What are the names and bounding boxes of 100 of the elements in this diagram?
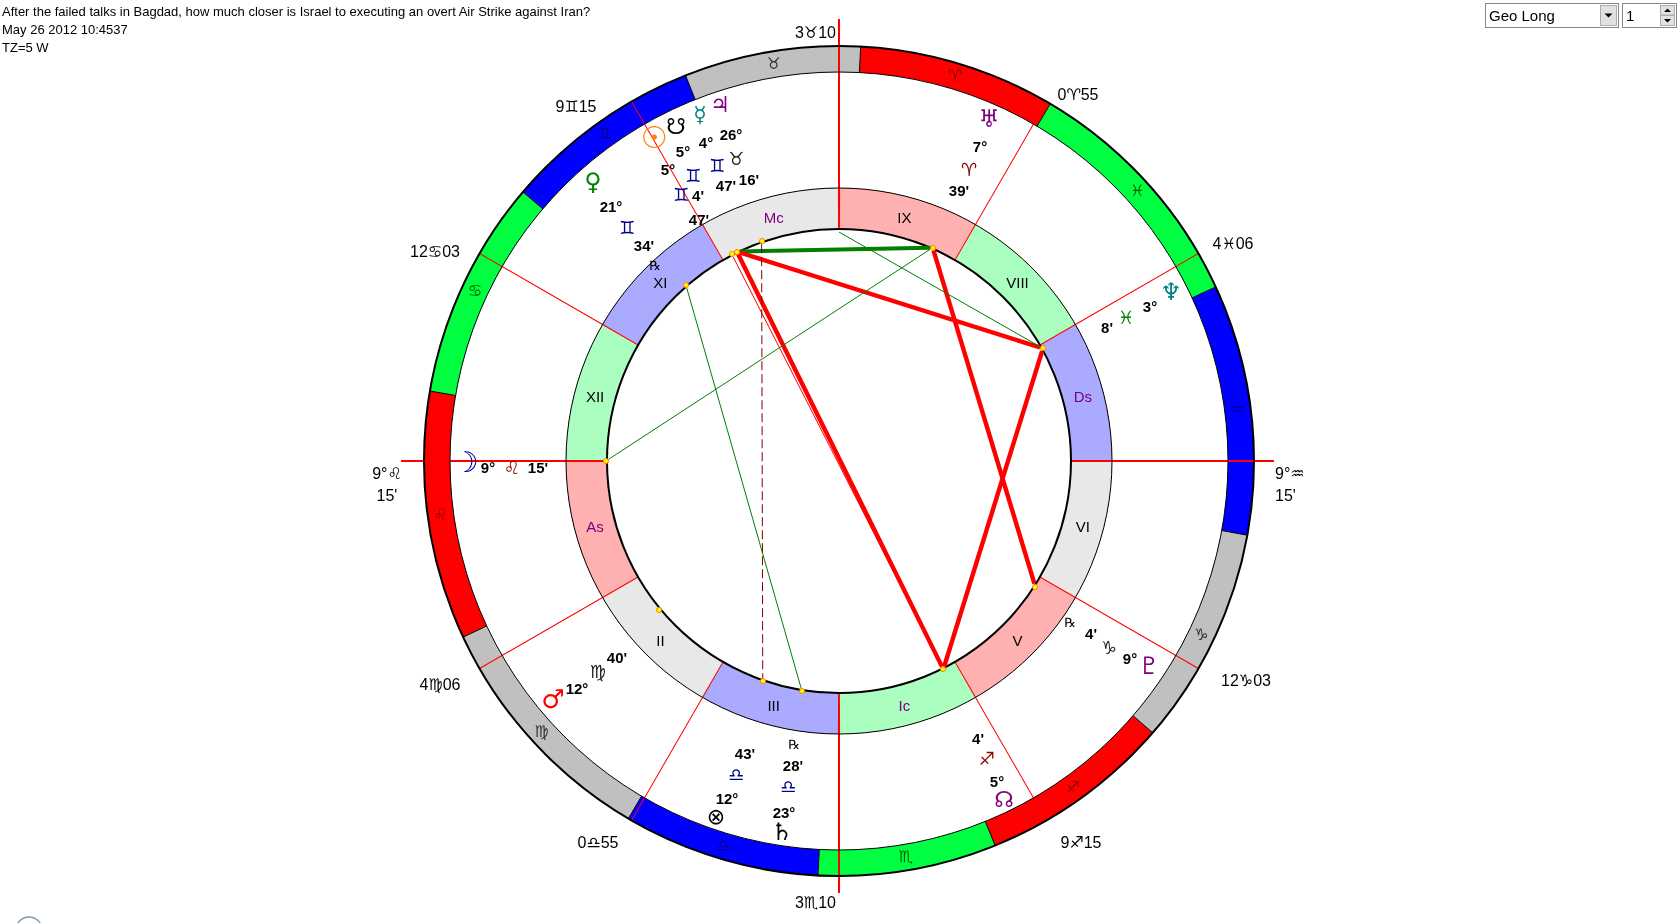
sign-symbol: ♊ [597, 126, 612, 143]
planet-symbol: ♆ [1160, 280, 1182, 304]
retrograde-mark: ℞ [1064, 615, 1076, 629]
retrograde-mark: ℞ [649, 258, 661, 272]
sign-symbol: ♏ [898, 849, 914, 866]
degree-label: 4' [692, 187, 704, 203]
degree-label: 21° [599, 198, 623, 214]
degree-label: 3° [1142, 298, 1158, 314]
sign-symbol: ♌ [433, 506, 448, 523]
aspect-line [838, 231, 1041, 348]
cusp-degree-label: 0♎55 [577, 835, 619, 851]
aspect-point [759, 678, 766, 685]
cusp-degree-label: 0♈55 [1057, 87, 1099, 103]
aspect-line [686, 287, 802, 689]
house-label: XI [653, 274, 668, 290]
sign-symbol: ♑ [1194, 626, 1209, 643]
house-label: As [586, 518, 604, 534]
sign-symbol: ♍ [589, 663, 607, 681]
cusp-degree-label: 9♐15 [1060, 835, 1102, 851]
aspect-point [758, 238, 765, 245]
degree-label: 43' [734, 745, 756, 761]
sign-symbol: ♒ [1230, 402, 1245, 419]
chart-title: After the failed talks in Bagdad, how much closer is Israel to executing an overt Air Strike against Iran? [2, 4, 591, 20]
chart-info-text: May 26 2012 10:4537 [2, 22, 128, 38]
degree-label: 5° [989, 773, 1005, 789]
retrograde-mark: ℞ [788, 737, 800, 751]
aspect-point [940, 666, 947, 673]
cusp-degree-label: 9♊15 [555, 99, 597, 115]
degree-label: 28' [782, 757, 804, 773]
planet-symbol: ⊗ [706, 806, 726, 828]
sign-symbol: ♍ [534, 723, 549, 740]
sign-symbol: ♓ [1130, 183, 1145, 200]
degree-label: 8' [1101, 319, 1113, 335]
sign-symbol: ♎ [779, 778, 797, 796]
sign-symbol: ♑ [1100, 639, 1118, 657]
house-label: Mc [763, 209, 784, 225]
aspect-point [656, 606, 663, 613]
degree-label: 12° [565, 680, 589, 696]
degree-label: 47' [715, 177, 737, 193]
degree-label: 9° [480, 459, 496, 475]
aspect-point [733, 248, 740, 255]
house-label: IX [897, 209, 912, 225]
aspect-line [761, 243, 764, 679]
planet-symbol: ☊ [994, 789, 1014, 811]
aspect-line [608, 248, 931, 460]
sign-symbol: ♋ [467, 282, 482, 299]
cusp-degree-label: 3♏10 [794, 895, 836, 911]
cusp-degree-label: 4♓06 [1212, 236, 1254, 252]
sign-symbol: ♎ [716, 838, 731, 855]
planet-symbol: ♀ [584, 170, 602, 194]
planet-symbol: ♇ [1138, 654, 1160, 678]
house-label: II [656, 632, 665, 648]
cusp-degree-label: 9°♒ 15' [1275, 464, 1305, 506]
degree-label: 34' [633, 237, 655, 253]
house-label: III [767, 697, 780, 713]
sign-symbol: ♊ [684, 167, 702, 185]
sign-symbol: ♌ [503, 459, 521, 477]
planet-symbol: ☋ [666, 116, 686, 138]
aspect-line [942, 350, 1045, 668]
cusp-degree-label: 9°♌ 15' [372, 464, 402, 506]
house-label: Ic [898, 697, 911, 713]
cusp-degree-label: 4♍06 [419, 677, 461, 693]
cusp-degree-label: 3♉10 [794, 25, 836, 41]
aspect-point [798, 688, 805, 695]
degree-label: 15' [527, 459, 549, 475]
sign-symbol: ♓ [1117, 309, 1135, 327]
house-label: VIII [1006, 274, 1029, 290]
sign-symbol: ♈ [948, 68, 963, 85]
sign-symbol: ♐ [978, 750, 996, 768]
degree-label: 4' [972, 730, 984, 746]
degree-label: 23° [772, 804, 796, 820]
sign-symbol: ♐ [1065, 779, 1081, 796]
degree-label: 9° [1122, 650, 1138, 666]
planet-symbol: ♄ [771, 820, 793, 844]
degree-label: 39' [948, 182, 970, 198]
house-label: XII [585, 388, 605, 404]
spin-box: 1 [1622, 3, 1677, 28]
planet-symbol: ☿ [693, 104, 707, 126]
sign-symbol: ♎ [727, 766, 745, 784]
house-label: VI [1075, 518, 1090, 534]
degree-label: 12° [715, 790, 739, 806]
aspect-point [728, 251, 735, 258]
planet-symbol: ♃ [710, 94, 730, 116]
degree-label: 40' [606, 649, 628, 665]
dropdown: Geo Long [1485, 3, 1619, 28]
aspect-point [929, 244, 936, 251]
aspect-point [1032, 583, 1039, 590]
chart-info-text: TZ=5 W [2, 40, 49, 56]
sign-symbol: ♊ [618, 219, 636, 237]
house-label: Ds [1073, 388, 1093, 404]
degree-label: 4' [1085, 625, 1097, 641]
sign-symbol: ♊ [708, 157, 726, 175]
degree-label: 7° [972, 138, 988, 154]
aspect-line [739, 245, 930, 254]
degree-label: 4° [698, 134, 714, 150]
sign-symbol: ♈ [960, 161, 978, 179]
planet-symbol: ♂ [541, 686, 565, 712]
aspect-point [603, 458, 609, 464]
aspect-point [1039, 345, 1046, 352]
degree-label: 26° [719, 126, 743, 142]
